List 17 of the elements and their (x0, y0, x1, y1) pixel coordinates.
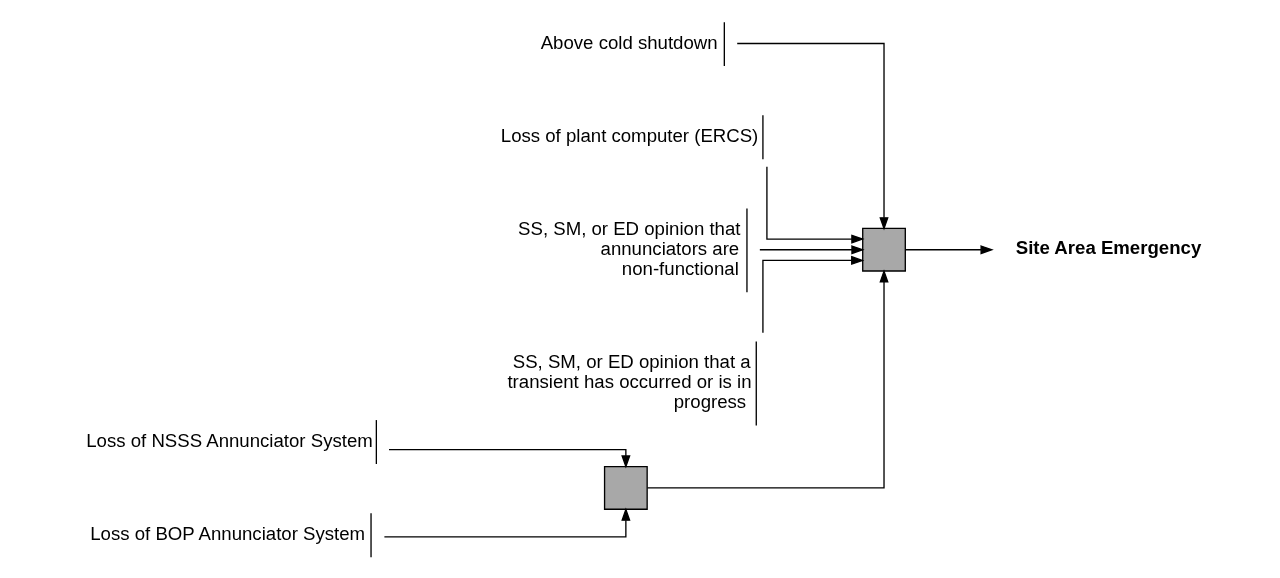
arrow (765, 166, 865, 244)
node-box (861, 227, 906, 272)
arrow (904, 245, 994, 255)
arrow (761, 255, 864, 334)
node-text: Above cold shutdown (540, 32, 718, 54)
node-text: SS, SM, or ED opinion that annunciators are non-functional (517, 218, 740, 280)
arrow (646, 269, 889, 489)
node-box (603, 466, 648, 510)
arrow (383, 507, 631, 538)
arrow (758, 245, 865, 255)
node-text: SS, SM, or ED opinion that a transient has occurred or is in progress (506, 351, 752, 413)
node-text: Loss of NSSS Annunciator System (85, 429, 373, 451)
node-text: Loss of BOP Annunciator System (89, 523, 365, 545)
arrow (387, 449, 631, 469)
node-text: Site Area Emergency (1015, 237, 1201, 258)
arrow (736, 42, 889, 231)
node-text: Loss of plant computer (ERCS) (500, 125, 758, 147)
